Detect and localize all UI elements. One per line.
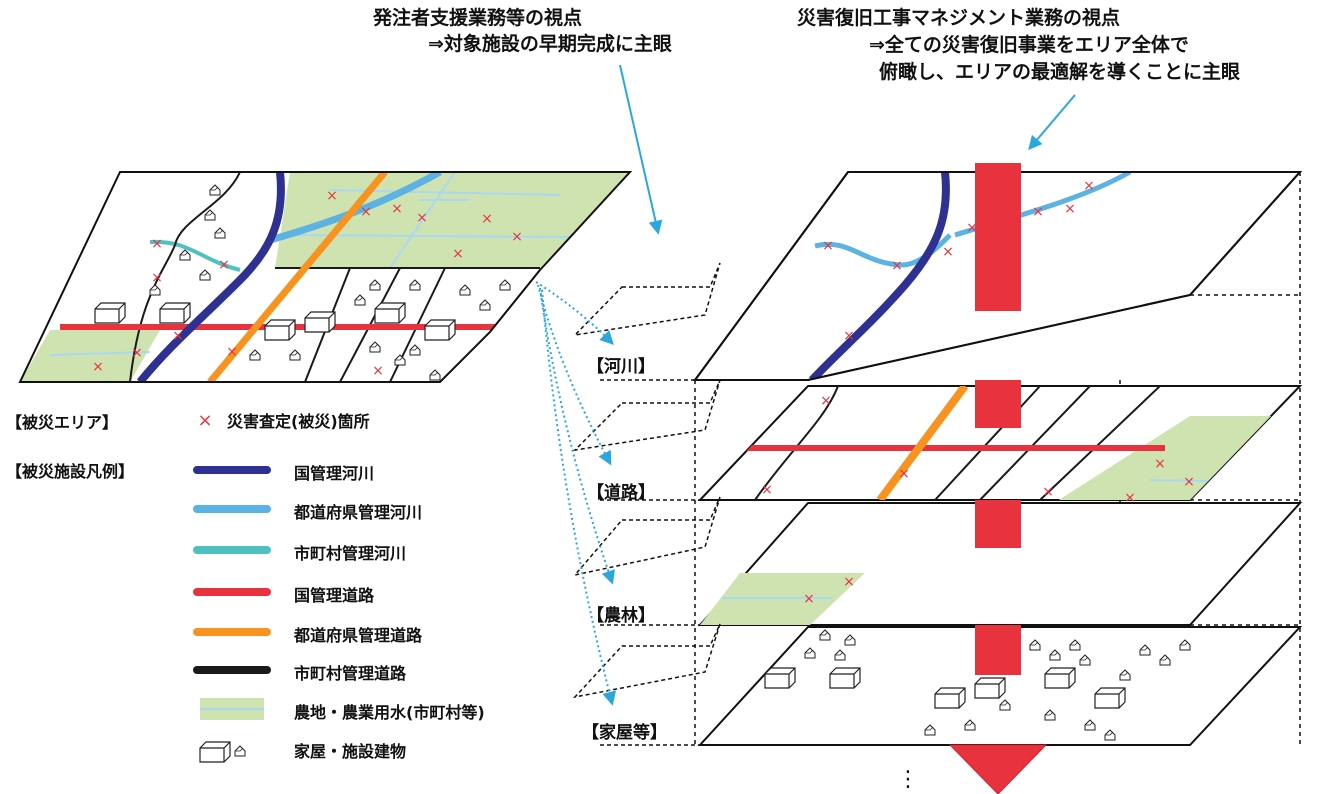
svg-text:×: ×	[843, 328, 855, 344]
svg-text:×: ×	[131, 345, 143, 361]
prefectural-river	[269, 172, 442, 244]
svg-text:×: ×	[822, 238, 834, 254]
svg-text:×: ×	[761, 482, 773, 498]
svg-text:×: ×	[326, 188, 338, 204]
svg-text:×: ×	[942, 244, 954, 260]
section-facilities-label: 【被災施設凡例】	[6, 462, 135, 481]
layer-label-roads: 【道路】	[587, 483, 655, 503]
layer-roads: × × × × × × ×	[697, 385, 1303, 506]
legend-label: 都道府県管理河川	[294, 503, 423, 522]
svg-text:×: ×	[151, 270, 163, 286]
legend-label: 市町村管理道路	[294, 664, 407, 683]
legend-marks: ×	[193, 410, 271, 763]
svg-text:×: ×	[391, 201, 403, 217]
svg-text:×: ×	[218, 257, 230, 273]
municipal-river	[149, 239, 241, 272]
svg-text:×: ×	[511, 229, 523, 245]
svg-text:×: ×	[197, 410, 212, 431]
damage-marker-label: 災害査定(被災)箇所	[227, 412, 370, 431]
layer-label-houses: 【家屋等】	[582, 723, 667, 743]
legend-label: 都道府県管理道路	[294, 626, 423, 645]
pillar	[948, 163, 1048, 794]
svg-text:×: ×	[1154, 456, 1166, 472]
legend-label: 国管理道路	[294, 586, 375, 605]
prefectural-road	[207, 172, 388, 382]
svg-text:×: ×	[1032, 204, 1044, 220]
svg-text:×: ×	[891, 258, 903, 274]
svg-text:×: ×	[843, 574, 855, 590]
svg-text:×: ×	[820, 393, 832, 409]
section-area-label: 【被災エリア】	[6, 413, 119, 432]
layer-label-rivers: 【河川】	[587, 357, 655, 377]
right-heading-line1: 災害復旧工事マネジメント業務の視点	[797, 7, 1121, 29]
overview-map: × × × × × × × × × × × × × × ×	[18, 171, 633, 383]
layer-label-agriculture: 【農林】	[587, 606, 655, 626]
right-heading-line2: ⇒全ての災害復旧事業をエリア全体で	[869, 34, 1189, 56]
farmland	[20, 330, 160, 382]
svg-text:×: ×	[452, 246, 464, 262]
svg-text:×: ×	[416, 210, 428, 226]
legend-label: 市町村管理河川	[294, 544, 407, 563]
svg-text:×: ×	[803, 591, 815, 607]
layer-agriculture: ××	[697, 502, 1303, 626]
svg-text:×: ×	[360, 204, 372, 220]
svg-text:×: ×	[966, 220, 978, 236]
pointer-arrows	[619, 64, 1076, 235]
svg-text:×: ×	[1064, 201, 1076, 217]
left-heading-line1: 発注者支援業務等の視点	[373, 7, 583, 29]
svg-text:×: ×	[1083, 178, 1095, 194]
svg-text:×: ×	[1042, 484, 1054, 500]
svg-text:×: ×	[1124, 490, 1136, 506]
svg-text:×: ×	[226, 344, 238, 360]
svg-text:×: ×	[92, 359, 104, 375]
national-river	[136, 172, 285, 382]
svg-text:×: ×	[372, 363, 384, 379]
svg-text:×: ×	[151, 236, 163, 252]
legend-label: 家屋・施設建物	[294, 742, 407, 761]
left-heading-line2: ⇒対象施設の早期完成に主眼	[428, 33, 672, 55]
svg-text:×: ×	[1183, 474, 1195, 490]
svg-text:×: ×	[172, 328, 184, 344]
layer-houses	[697, 626, 1303, 746]
svg-text:×: ×	[481, 211, 493, 227]
continuation-dots: ⋮	[897, 767, 919, 792]
right-heading-line3: 俯瞰し、エリアの最適解を導くことに主眼	[879, 61, 1241, 83]
legend-label: 農地・農業用水(市町村等)	[294, 703, 485, 722]
svg-text:×: ×	[898, 466, 910, 482]
legend-label: 国管理河川	[294, 464, 375, 483]
